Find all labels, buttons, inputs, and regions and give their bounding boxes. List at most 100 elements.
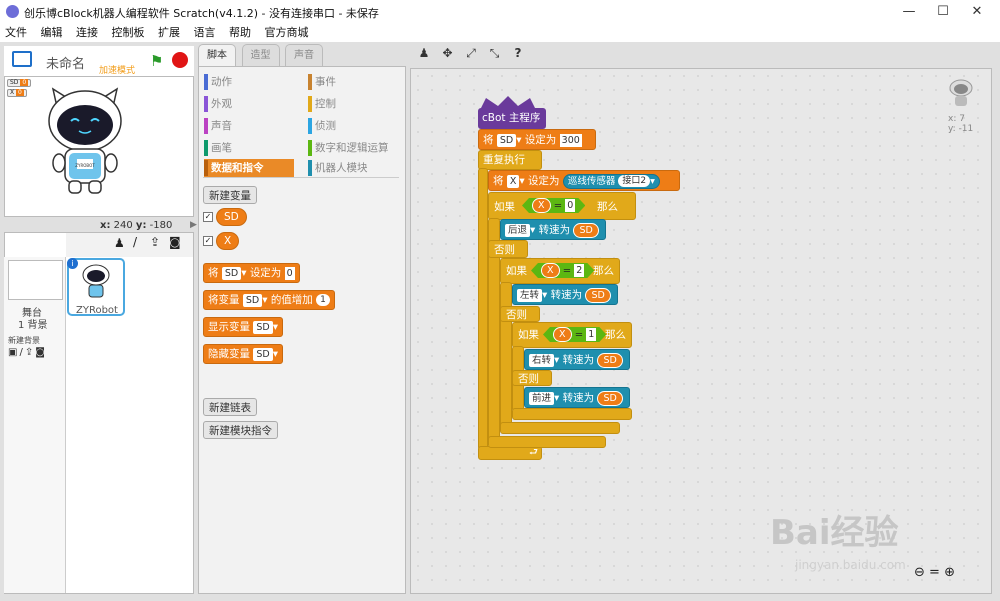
y-value: -180 bbox=[149, 220, 173, 231]
zoom-in-icon[interactable]: ⊕ bbox=[944, 565, 955, 580]
forward-motor-block[interactable]: 前进▾ 转速为 SD bbox=[524, 387, 630, 408]
new-list-button[interactable]: 新建链表 bbox=[203, 398, 257, 416]
var-x-checkbox[interactable]: ✓ bbox=[203, 236, 213, 246]
sprite-info-icon[interactable]: i bbox=[67, 258, 78, 269]
main-program-hat-block[interactable]: cBot 主程序 bbox=[478, 108, 546, 129]
stage-label: 舞台 bbox=[22, 308, 42, 319]
forever-end: ⮐ bbox=[478, 446, 542, 460]
menu-connect[interactable]: 连接 bbox=[76, 26, 98, 39]
category-sound[interactable]: 声音 bbox=[204, 117, 300, 135]
move-icon[interactable]: ✥ bbox=[442, 46, 453, 60]
tab-costumes[interactable]: 造型 bbox=[241, 44, 280, 66]
value-input: 0 bbox=[284, 266, 295, 280]
var-dropdown: SD bbox=[496, 133, 517, 147]
paint-sprite-icon[interactable]: / bbox=[133, 235, 138, 249]
right-motor-block[interactable]: 右转▾ 转速为 SD bbox=[524, 349, 630, 370]
set-sd-block[interactable]: 将 SD▾ 设定为 300 bbox=[478, 129, 596, 150]
direction-dropdown: 右转 bbox=[529, 353, 555, 367]
close-button[interactable]: ✕ bbox=[971, 4, 983, 19]
change-variable-block[interactable]: 将变量 SD▾ 的值增加 1 bbox=[203, 290, 335, 310]
upload-sprite-icon[interactable]: ⇪ bbox=[150, 235, 161, 249]
zoom-reset-icon[interactable]: = bbox=[929, 565, 940, 580]
shrink-icon[interactable]: ⤡ bbox=[489, 46, 500, 60]
current-sprite-icon bbox=[949, 79, 973, 106]
title-bar: 创乐博cBlock机器人编程软件 Scratch(v4.1.2) - 没有连接串… bbox=[0, 0, 1000, 24]
var-monitor-name: X bbox=[10, 89, 15, 96]
back-motor-block[interactable]: 后退▾ 转速为 SD bbox=[500, 219, 606, 240]
new-backdrop-icons[interactable]: ▣/⇪◙ bbox=[8, 347, 47, 358]
project-name[interactable]: 未命名 bbox=[46, 57, 86, 72]
category-motion[interactable]: 动作 bbox=[204, 73, 300, 91]
else-2: 否则 bbox=[500, 306, 540, 322]
if-block-3[interactable]: 如果 X = 1 那么 bbox=[512, 322, 632, 348]
category-robot[interactable]: 机器人模块 bbox=[308, 159, 404, 177]
menu-edit[interactable]: 编辑 bbox=[40, 26, 63, 39]
category-sensing[interactable]: 侦测 bbox=[308, 117, 404, 135]
backdrop-count: 1 背景 bbox=[18, 320, 48, 331]
forever-block[interactable]: 重复执行 bbox=[478, 150, 542, 170]
category-pen[interactable]: 画笔 bbox=[204, 139, 300, 157]
stage-thumbnail[interactable] bbox=[8, 260, 63, 300]
new-variable-button[interactable]: 新建变量 bbox=[203, 186, 257, 204]
var-dropdown: X bbox=[506, 174, 520, 188]
direction-dropdown: 左转 bbox=[517, 288, 543, 302]
help-icon[interactable]: ? bbox=[514, 46, 522, 60]
green-flag-icon[interactable]: ⚑ bbox=[150, 52, 164, 70]
var-sd-checkbox[interactable]: ✓ bbox=[203, 212, 213, 222]
hide-variable-block[interactable]: 隐藏变量 SD▾ bbox=[203, 344, 283, 364]
var-x-reporter[interactable]: X bbox=[216, 232, 240, 250]
equals-condition-2: X = 2 bbox=[531, 263, 594, 278]
sprite-thumb-image bbox=[82, 264, 110, 298]
var-sd-reporter[interactable]: SD bbox=[216, 208, 247, 226]
left-motor-block[interactable]: 左转▾ 转速为 SD bbox=[512, 284, 618, 305]
zyrobot-sprite[interactable]: ZYROBOT bbox=[43, 83, 127, 203]
if-block-1-end bbox=[488, 436, 606, 448]
window-title: 创乐博cBlock机器人编程软件 Scratch(v4.1.2) - 没有连接串… bbox=[24, 7, 379, 20]
stage-canvas[interactable]: SD 0 X 0 ZYROBOT bbox=[4, 76, 194, 217]
sprite-thumbnail[interactable]: i bbox=[67, 258, 125, 316]
sprite-library-icon[interactable]: ♟ bbox=[114, 236, 125, 250]
sprite-name: ZYRobot bbox=[76, 305, 118, 316]
menu-file[interactable]: 文件 bbox=[5, 26, 27, 39]
set-variable-block[interactable]: 将 SD▾ 设定为 0 bbox=[203, 263, 300, 283]
category-looks[interactable]: 外观 bbox=[204, 95, 300, 113]
stop-icon[interactable] bbox=[172, 52, 188, 68]
port-dropdown: 接口2 bbox=[618, 175, 651, 187]
editor-tabs: 脚本 造型 声音 bbox=[198, 44, 325, 66]
new-block-button[interactable]: 新建模块指令 bbox=[203, 421, 278, 439]
show-variable-block[interactable]: 显示变量 SD▾ bbox=[203, 317, 283, 337]
if-block-2[interactable]: 如果 X = 2 那么 bbox=[500, 258, 620, 284]
if-block-1[interactable]: 如果 X = 0 那么 bbox=[488, 192, 636, 220]
minimize-button[interactable]: — bbox=[902, 4, 916, 19]
value-input: 300 bbox=[559, 133, 582, 147]
grow-icon[interactable]: ⤢ bbox=[466, 46, 476, 60]
category-operators[interactable]: 数字和逻辑运算 bbox=[308, 139, 404, 157]
category-events[interactable]: 事件 bbox=[308, 73, 404, 91]
baidu-watermark-url: jingyan.baidu.com bbox=[795, 558, 906, 572]
maximize-button[interactable]: ☐ bbox=[937, 4, 949, 19]
stamp-icon[interactable]: ♟ bbox=[418, 46, 430, 60]
var-dropdown: SD bbox=[253, 347, 273, 361]
tab-sounds[interactable]: 声音 bbox=[285, 44, 323, 66]
var-monitor-value: 0 bbox=[20, 79, 29, 86]
menu-help[interactable]: 帮助 bbox=[229, 26, 251, 39]
category-data[interactable]: 数据和指令 bbox=[204, 159, 294, 177]
collapse-arrow-icon[interactable]: ▶ bbox=[190, 220, 197, 230]
fullscreen-icon[interactable] bbox=[12, 51, 32, 67]
set-x-block[interactable]: 将 X▾ 设定为 巡线传感器 接口2▾ bbox=[488, 170, 680, 191]
zoom-out-icon[interactable]: ⊖ bbox=[914, 565, 925, 580]
camera-sprite-icon[interactable]: ◙ bbox=[169, 235, 181, 249]
else-3: 否则 bbox=[512, 370, 552, 386]
x-label: x: bbox=[100, 220, 111, 231]
menu-board[interactable]: 控制板 bbox=[111, 26, 145, 39]
menu-store[interactable]: 官方商城 bbox=[264, 26, 309, 39]
menu-extensions[interactable]: 扩展 bbox=[158, 26, 180, 39]
direction-dropdown: 前进 bbox=[529, 391, 555, 405]
category-control[interactable]: 控制 bbox=[308, 95, 404, 113]
if-block-2-end bbox=[500, 422, 620, 434]
menu-language[interactable]: 语言 bbox=[193, 26, 216, 39]
if-block-2-arm bbox=[500, 282, 512, 432]
stage-column bbox=[4, 257, 66, 593]
var-monitor-x: X 0 bbox=[7, 89, 27, 97]
tab-scripts[interactable]: 脚本 bbox=[198, 44, 236, 66]
